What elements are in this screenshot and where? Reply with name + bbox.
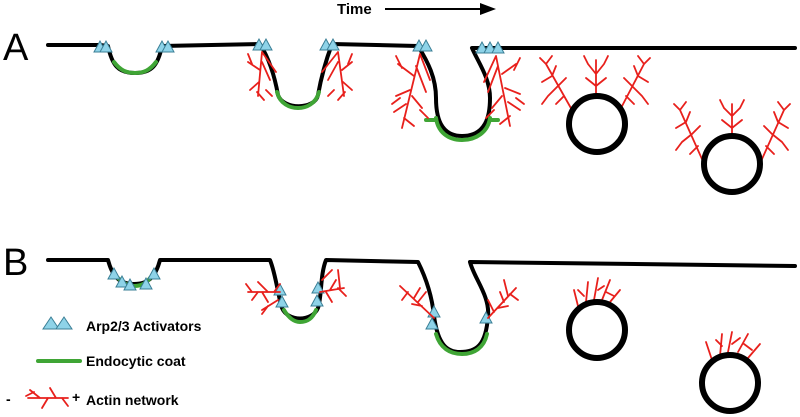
panel-a-actin-vesicle-2 [673,99,791,169]
arp23-activator-icon [123,277,137,291]
legend-plus-end: + [72,389,80,405]
arp23-activator-icon [326,37,340,51]
arp23-activator-icon [115,274,129,288]
panel-a-actin-invagination-2 [247,51,353,101]
panel-a-activators [93,37,505,54]
arp23-activator-icon [427,304,441,318]
panel-b-actin-invagination-3 [399,279,519,319]
legend-activator-icon [42,316,60,330]
arp23-activator-icon [311,280,325,294]
legend-minus-end: - [6,391,11,407]
panel-a-vesicle-2 [701,133,763,195]
panel-b-actin-invagination-2 [245,269,347,315]
legend-actin-icon [25,387,69,409]
panel-a-vesicle-1 [566,93,628,155]
panel-b-letter: B [3,242,28,284]
arp23-activator-icon [275,294,289,308]
panel-a-coat-2 [275,90,321,111]
panel-a-actin-vesicle-1 [539,55,651,111]
panel-a-letter: A [3,27,29,69]
panel-a-actin-invagination-3 [391,53,525,129]
panel-b-coat-3 [434,332,489,357]
panel-b-vesicle-2 [699,352,761,414]
arp23-activator-icon [419,38,433,52]
arp23-activator-icon [139,276,153,290]
legend-activators-label: Arp2/3 Activators [86,318,202,334]
legend-coat-label: Endocytic coat [86,353,186,369]
panel-a-coat-3 [434,116,492,143]
arp23-activator-icon [161,39,175,53]
legend-actin-label: Actin network [86,392,179,408]
arp23-activator-icon [310,293,324,307]
panel-b-coat-2 [282,308,318,325]
panel-a-coat-1 [112,60,158,76]
time-arrow-head [480,3,496,15]
arp23-activator-icon [425,316,439,330]
time-label: Time [337,1,372,18]
arp23-activator-icon [107,266,121,280]
legend-activator-icon [55,316,73,330]
legend: Arp2/3 Activators Endocytic coat - + Act… [6,316,202,409]
panel-b-vesicle-1 [566,299,628,361]
arp23-activator-icon [259,37,273,51]
arp23-activator-icon [491,40,505,54]
arp23-activator-icon [479,310,493,324]
panel-b-actin-vesicle-2 [705,331,761,361]
arp23-activator-icon [147,266,161,280]
arp23-activator-icon [99,39,113,53]
panel-b-actin-vesicle-1 [573,277,621,307]
